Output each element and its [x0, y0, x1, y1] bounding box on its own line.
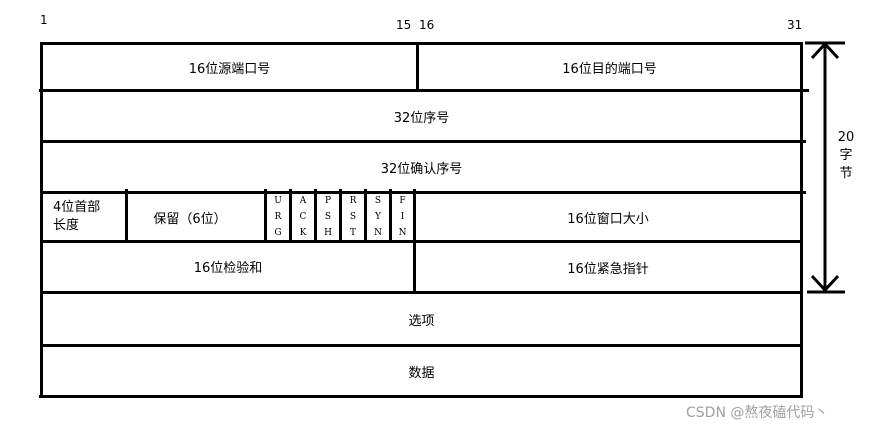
- flag-letter: U: [274, 196, 282, 206]
- flag-letter: R: [349, 196, 357, 206]
- flag-letter: T: [349, 228, 356, 238]
- size-unit-char-2: 节: [839, 166, 853, 181]
- header-length-field: 4位首部长度: [53, 200, 101, 233]
- data-field: 数据: [408, 365, 435, 381]
- flag-letter: S: [374, 196, 382, 206]
- bit-label-31: 31: [787, 18, 803, 32]
- flag-ack: A C K: [292, 194, 314, 241]
- row4-divider: [339, 189, 342, 243]
- frame-left: [40, 42, 43, 398]
- flag-letter: S: [324, 212, 332, 222]
- frame-right: [800, 42, 803, 398]
- flag-letter: I: [400, 212, 405, 222]
- row-border: [40, 140, 806, 143]
- row-border: [40, 240, 803, 243]
- source-port-field: 16位源端口号: [188, 61, 271, 77]
- row4-divider: [413, 189, 416, 293]
- flag-letter: H: [324, 228, 332, 238]
- flag-psh: P S H: [317, 194, 339, 241]
- urgent-pointer-field: 16位紧急指针: [567, 261, 649, 277]
- double-arrow-icon: [805, 41, 845, 294]
- row-border: [39, 89, 809, 92]
- flag-letter: S: [349, 212, 357, 222]
- watermark: CSDN @熬夜磕代码丶: [686, 405, 829, 421]
- flag-syn: S Y N: [367, 194, 389, 241]
- flag-letter: F: [399, 196, 406, 206]
- row4-divider: [314, 189, 317, 243]
- row1-divider: [416, 42, 419, 92]
- size-unit-char-1: 字: [839, 148, 853, 163]
- row-border: [40, 291, 803, 294]
- flag-letter: A: [299, 196, 307, 206]
- flag-rst: R S T: [342, 194, 364, 241]
- flag-letter: N: [398, 228, 407, 238]
- size-value: 20: [837, 130, 855, 145]
- window-size-field: 16位窗口大小: [567, 211, 649, 227]
- checksum-field: 16位检验和: [193, 260, 263, 276]
- flag-urg: U R G: [267, 194, 289, 241]
- bit-label-start: 1: [40, 13, 48, 27]
- flag-letter: Y: [375, 212, 381, 222]
- bit-label-15: 15: [396, 18, 412, 32]
- flag-letter: C: [299, 212, 307, 222]
- sequence-number-field: 32位序号: [393, 110, 450, 126]
- flag-letter: G: [274, 228, 282, 238]
- reserved-field: 保留（6位）: [153, 211, 227, 227]
- row4-divider: [364, 189, 367, 243]
- ack-number-field: 32位确认序号: [380, 161, 463, 177]
- flag-letter: R: [274, 212, 282, 222]
- row-border: [40, 42, 803, 45]
- flag-letter: P: [324, 196, 332, 206]
- row4-divider: [389, 189, 392, 243]
- flag-letter: N: [374, 228, 382, 238]
- row-border: [39, 395, 803, 398]
- bit-label-16: 16: [419, 18, 435, 32]
- row-border: [40, 191, 806, 194]
- row4-divider: [264, 189, 267, 243]
- dest-port-field: 16位目的端口号: [562, 61, 657, 77]
- options-field: 选项: [408, 313, 435, 329]
- flag-fin: F I N: [392, 194, 413, 241]
- row-border: [40, 344, 803, 347]
- row4-divider: [289, 189, 292, 243]
- row4-divider: [125, 189, 128, 243]
- flag-letter: K: [299, 228, 307, 238]
